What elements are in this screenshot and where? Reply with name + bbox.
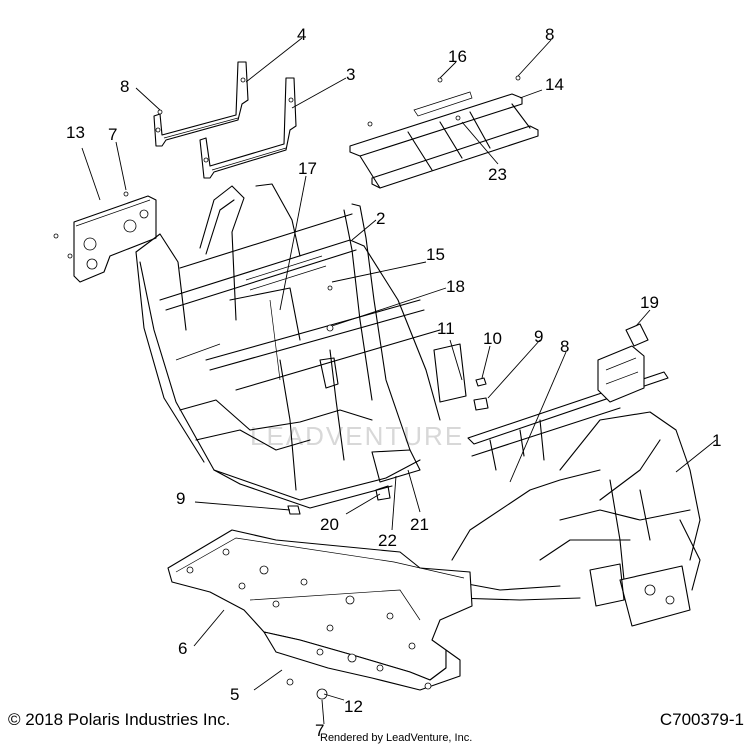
callout-17: 17 bbox=[298, 159, 317, 178]
watermark-text: LEADVENTURE bbox=[250, 421, 464, 451]
callout-10: 10 bbox=[483, 329, 502, 348]
callout-8-mid-right: 8 bbox=[560, 337, 569, 356]
callout-9-right: 9 bbox=[534, 327, 543, 346]
callout-7-bottom: 7 bbox=[315, 721, 324, 740]
callout-12: 12 bbox=[344, 697, 363, 716]
callout-7-top: 7 bbox=[108, 125, 117, 144]
callout-3: 3 bbox=[346, 65, 355, 84]
copyright-notice: © 2018 Polaris Industries Inc. bbox=[8, 710, 231, 729]
part-2-main-frame bbox=[135, 183, 467, 509]
part-6-skid-plate bbox=[167, 529, 473, 681]
callout-1: 1 bbox=[712, 431, 721, 450]
callout-2: 2 bbox=[376, 209, 385, 228]
callout-21: 21 bbox=[410, 515, 429, 534]
callout-5: 5 bbox=[230, 685, 239, 704]
part-1-front-frame bbox=[445, 411, 701, 627]
callout-15: 15 bbox=[426, 245, 445, 264]
callouts: 1 2 3 4 5 6 7 7 8 8 8 9 9 10 11 12 13 14… bbox=[66, 25, 721, 740]
callout-14: 14 bbox=[545, 75, 564, 94]
hardware bbox=[123, 75, 521, 700]
callout-18: 18 bbox=[446, 277, 465, 296]
part-3-bracket bbox=[199, 77, 297, 179]
part-4-bracket bbox=[153, 61, 249, 147]
part-19-rear-frame bbox=[467, 323, 669, 471]
part-5-front-skid bbox=[263, 631, 461, 691]
part-14-frame-section bbox=[349, 77, 539, 189]
callout-8-top-right: 8 bbox=[545, 25, 554, 44]
callout-8-left: 8 bbox=[120, 77, 129, 96]
callout-11: 11 bbox=[437, 319, 455, 338]
callout-16: 16 bbox=[448, 47, 467, 66]
callout-22: 22 bbox=[378, 531, 397, 550]
callout-9-left: 9 bbox=[176, 489, 185, 508]
rendered-by-credit: Rendered by LeadVenture, Inc. bbox=[320, 732, 473, 744]
callout-19: 19 bbox=[640, 293, 659, 312]
callout-20: 20 bbox=[320, 515, 339, 534]
callout-4: 4 bbox=[297, 25, 306, 44]
callout-23: 23 bbox=[488, 165, 507, 184]
diagram-code: C700379-1 bbox=[659, 710, 744, 729]
callout-6: 6 bbox=[178, 639, 187, 658]
leader-lines bbox=[81, 37, 717, 725]
callout-13: 13 bbox=[66, 123, 85, 142]
part-13-mount-plate bbox=[53, 195, 157, 283]
